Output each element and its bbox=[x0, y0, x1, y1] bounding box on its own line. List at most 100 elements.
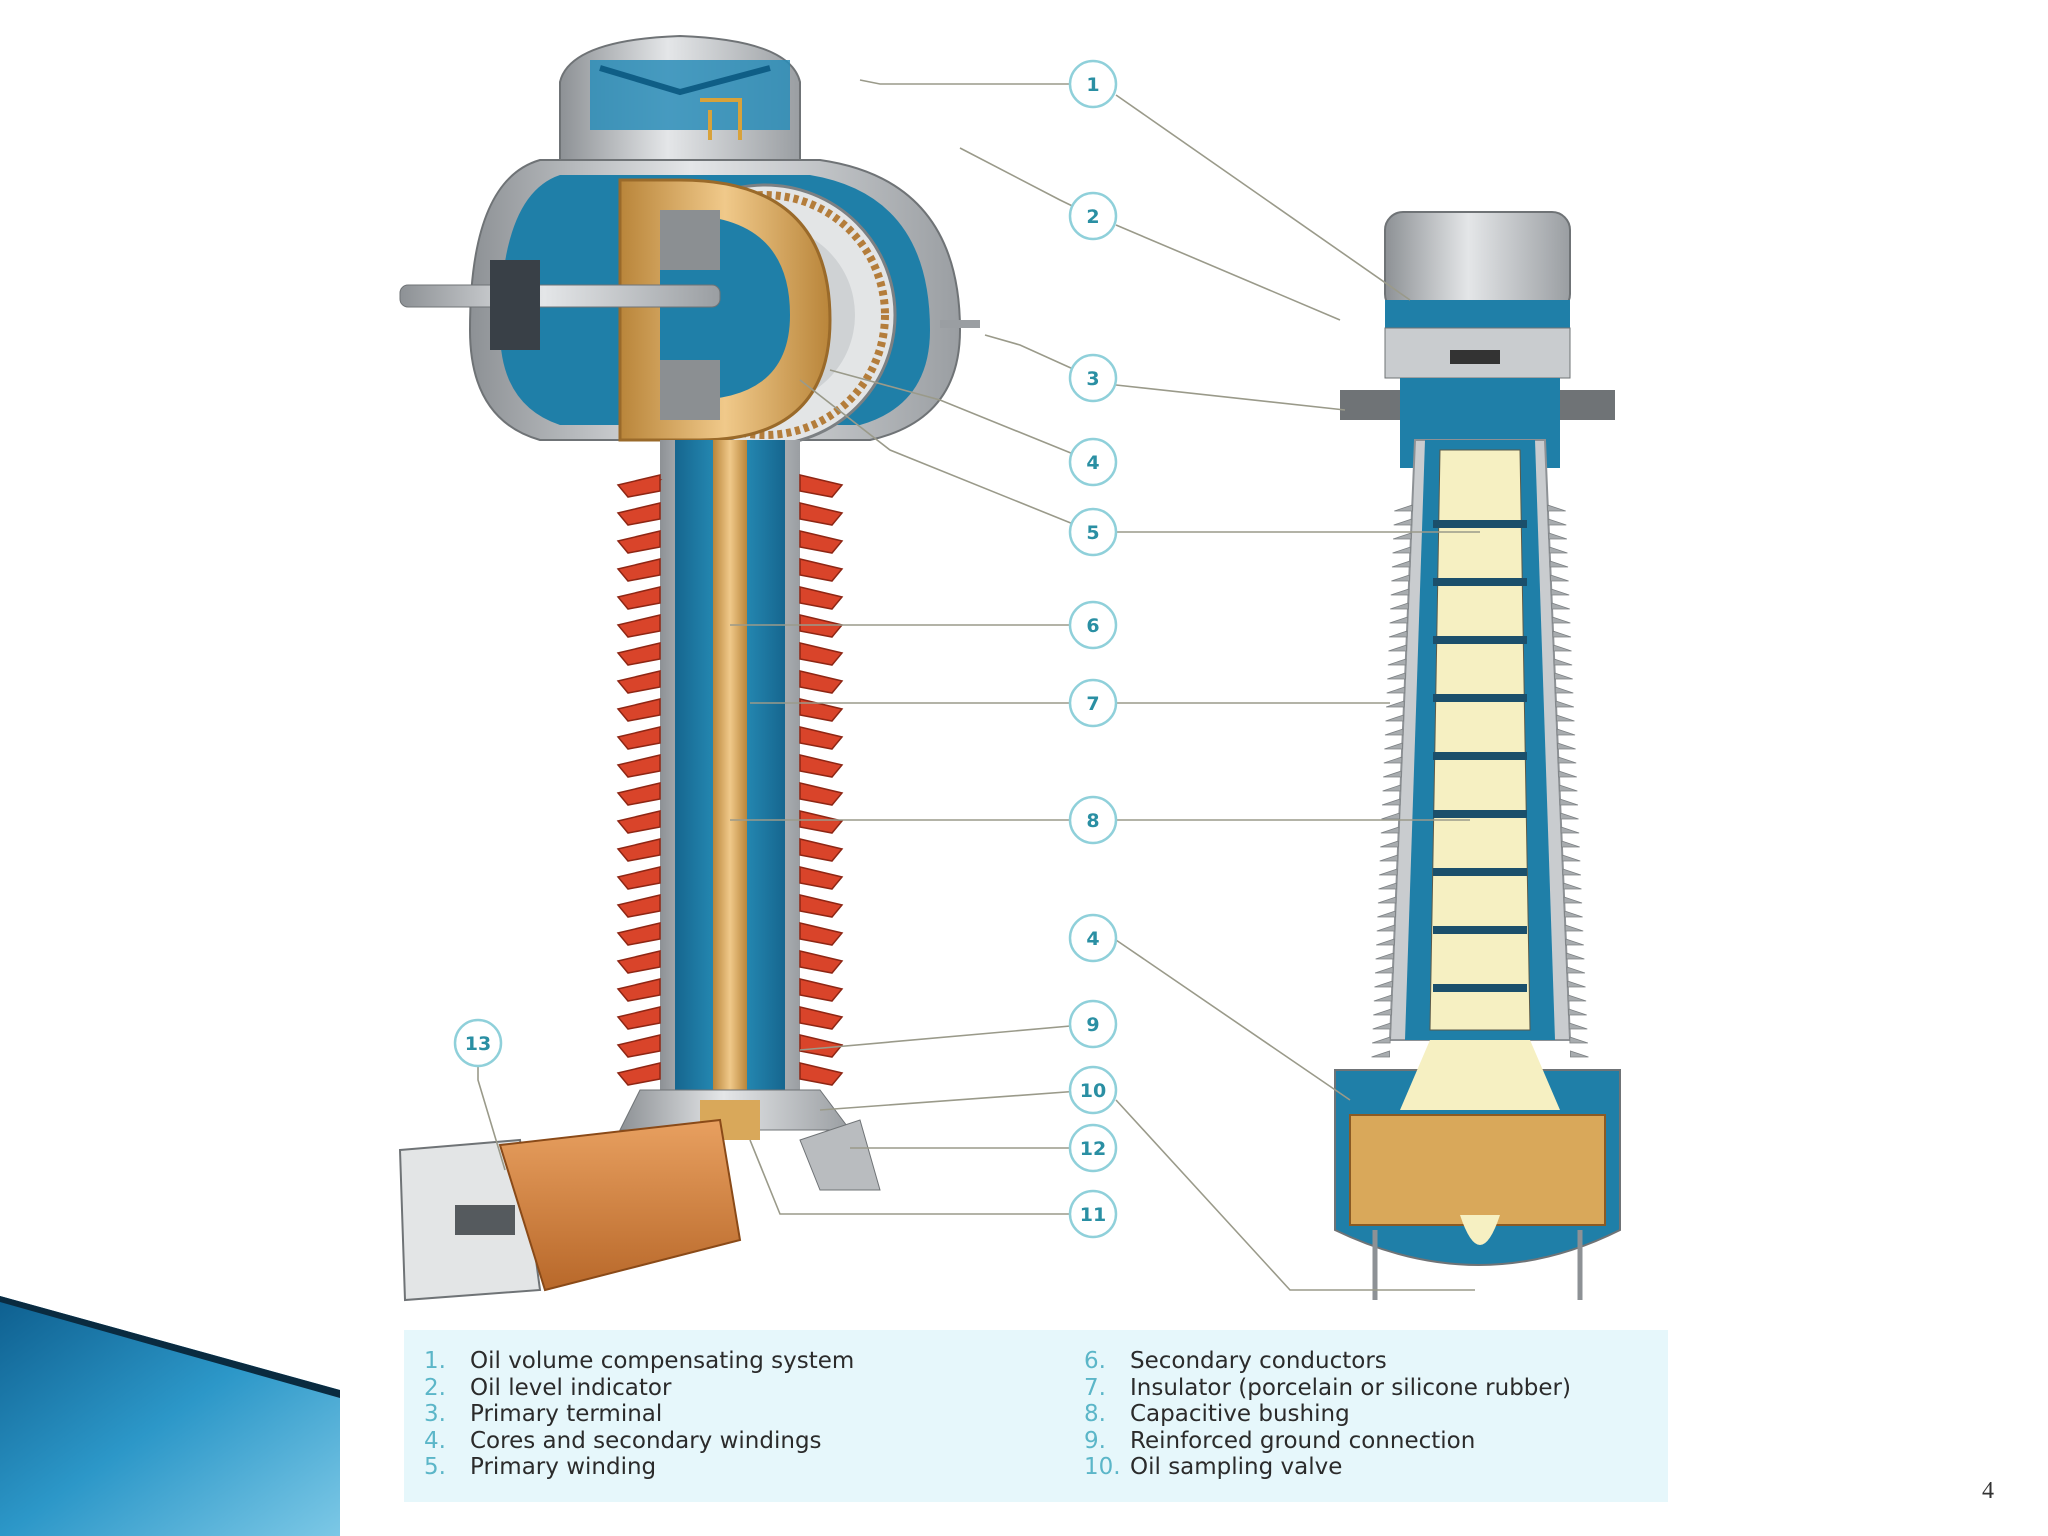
red-shed bbox=[616, 642, 661, 666]
grey-shed bbox=[1380, 840, 1580, 848]
callout-5: 5 bbox=[1068, 507, 1118, 557]
bushing-partition bbox=[1433, 752, 1527, 760]
legend-column-right: 6.Secondary conductors 7.Insulator (porc… bbox=[1084, 1348, 1571, 1481]
grey-shed bbox=[1374, 966, 1586, 974]
red-shed bbox=[799, 894, 844, 918]
red-shed bbox=[616, 502, 661, 526]
red-shed bbox=[616, 782, 661, 806]
legend-item: 1.Oil volume compensating system bbox=[424, 1348, 855, 1374]
grey-shed bbox=[1376, 938, 1584, 946]
svg-text:6: 6 bbox=[1086, 615, 1099, 637]
red-shed bbox=[799, 978, 844, 1002]
red-shed bbox=[616, 726, 661, 750]
red-shed bbox=[616, 950, 661, 974]
insulator-sheds bbox=[616, 474, 1589, 1086]
tank-type-transformer bbox=[1334, 211, 1621, 1300]
red-shed bbox=[616, 810, 661, 834]
red-shed bbox=[799, 670, 844, 694]
red-shed bbox=[616, 866, 661, 890]
grey-shed bbox=[1381, 798, 1579, 806]
grey-shed bbox=[1383, 756, 1577, 764]
red-shed bbox=[616, 586, 661, 610]
grey-shed bbox=[1393, 518, 1567, 526]
legend-item: 5.Primary winding bbox=[424, 1454, 657, 1481]
grey-shed bbox=[1390, 602, 1570, 610]
bushing-partition bbox=[1433, 984, 1527, 992]
callout-13: 13 bbox=[453, 1018, 503, 1068]
svg-text:10: 10 bbox=[1080, 1080, 1106, 1102]
red-shed bbox=[616, 978, 661, 1002]
callout-10: 10 bbox=[1068, 1065, 1118, 1115]
red-shed bbox=[616, 922, 661, 946]
svg-text:11: 11 bbox=[1080, 1204, 1106, 1226]
red-shed bbox=[616, 530, 661, 554]
grey-shed bbox=[1383, 770, 1577, 778]
svg-text:8: 8 bbox=[1086, 810, 1099, 832]
svg-text:3: 3 bbox=[1086, 368, 1099, 390]
svg-text:2: 2 bbox=[1086, 206, 1099, 228]
grey-shed bbox=[1372, 1022, 1588, 1030]
red-shed bbox=[616, 474, 661, 498]
legend-item: 3.Primary terminal bbox=[424, 1401, 663, 1428]
red-shed bbox=[616, 670, 661, 694]
callout-7: 7 bbox=[1068, 678, 1118, 728]
grey-shed bbox=[1377, 896, 1583, 904]
red-shed bbox=[799, 1062, 844, 1086]
callout-9: 9 bbox=[1068, 999, 1118, 1049]
grey-shed bbox=[1385, 714, 1575, 722]
grey-shed bbox=[1379, 868, 1582, 876]
callout-6: 6 bbox=[1068, 600, 1118, 650]
legend-item: 2.Oil level indicator bbox=[424, 1374, 672, 1401]
grey-shed bbox=[1382, 784, 1578, 792]
callout-11: 11 bbox=[1068, 1189, 1118, 1239]
head-type-transformer bbox=[398, 34, 980, 1302]
red-shed bbox=[799, 614, 844, 638]
grey-shed bbox=[1379, 854, 1581, 862]
grey-shed bbox=[1373, 1008, 1587, 1016]
grey-shed bbox=[1384, 728, 1576, 736]
slide-accent-wedge bbox=[0, 1296, 340, 1536]
red-shed bbox=[799, 782, 844, 806]
legend-column-left: 1.Oil volume compensating system 2.Oil l… bbox=[424, 1348, 854, 1481]
svg-text:9: 9 bbox=[1086, 1014, 1099, 1036]
grey-shed bbox=[1376, 924, 1584, 932]
svg-text:12: 12 bbox=[1080, 1138, 1106, 1160]
red-shed bbox=[616, 558, 661, 582]
red-shed bbox=[799, 474, 844, 498]
grey-shed bbox=[1381, 812, 1579, 820]
callout-group: 1 2 3 4 5 6 7 8 4 9 10 12 11 13 bbox=[453, 59, 1118, 1239]
red-shed bbox=[799, 530, 844, 554]
legend-box: 1.Oil volume compensating system 2.Oil l… bbox=[404, 1330, 1668, 1502]
svg-text:5: 5 bbox=[1086, 522, 1099, 544]
svg-text:4: 4 bbox=[1086, 928, 1099, 950]
legend-item: 9.Reinforced ground connection bbox=[1084, 1427, 1476, 1454]
red-shed bbox=[799, 726, 844, 750]
bushing-partition bbox=[1433, 810, 1527, 818]
svg-text:4: 4 bbox=[1086, 452, 1099, 474]
red-shed bbox=[616, 614, 661, 638]
grey-shed bbox=[1388, 644, 1572, 652]
grey-shed bbox=[1389, 616, 1571, 624]
red-shed bbox=[799, 866, 844, 890]
grey-shed bbox=[1378, 882, 1582, 890]
callout-2: 2 bbox=[1068, 191, 1118, 241]
bushing-partition bbox=[1433, 868, 1527, 876]
leader-lines bbox=[477, 79, 1480, 1291]
grey-shed bbox=[1391, 560, 1569, 568]
grey-shed bbox=[1386, 700, 1575, 708]
red-shed bbox=[616, 1006, 661, 1030]
grey-shed bbox=[1374, 980, 1586, 988]
red-shed bbox=[616, 894, 661, 918]
callout-12: 12 bbox=[1068, 1123, 1118, 1173]
red-shed bbox=[799, 838, 844, 862]
red-shed bbox=[799, 810, 844, 834]
page-number: 4 bbox=[1982, 1478, 1994, 1504]
grey-shed bbox=[1377, 910, 1583, 918]
bushing-partition bbox=[1433, 578, 1527, 586]
grey-shed bbox=[1387, 672, 1573, 680]
red-shed bbox=[799, 698, 844, 722]
grey-shed bbox=[1373, 994, 1587, 1002]
bushing-partition bbox=[1433, 636, 1527, 644]
callout-1: 1 bbox=[1068, 59, 1118, 109]
